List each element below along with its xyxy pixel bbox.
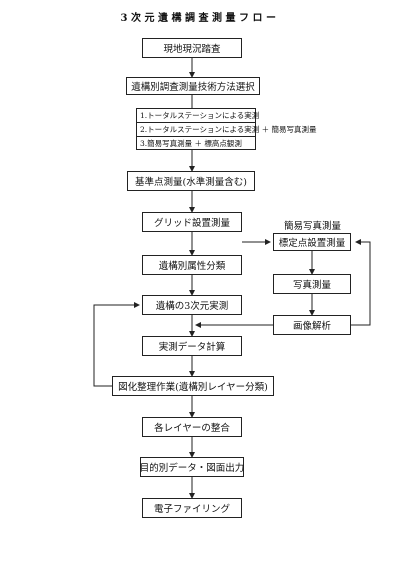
method-options-box: 1.トータルステーションによる実測 2.トータルステーションによる実測 ＋ 簡易… (136, 108, 317, 150)
step-data-calculation: 実測データ計算 (142, 336, 242, 356)
step-attribute-classification: 遺構別属性分類 (142, 255, 242, 275)
step-output: 目的別データ・図面出力 (140, 457, 244, 477)
method-option-1: 1.トータルステーションによる実測 (137, 109, 259, 123)
step-layer-alignment: 各レイヤーの整合 (142, 417, 242, 437)
step-drafting: 図化整理作業(遺構別レイヤー分類) (112, 376, 274, 396)
method-option-3: 3.簡易写真測量 ＋ 標高点観測 (140, 139, 242, 148)
step-method-selection: 遺構別調査測量技術方法選択 (126, 77, 260, 95)
photo-branch-label: 簡易写真測量 (284, 221, 342, 232)
step-grid-survey: グリッド設置測量 (142, 212, 242, 232)
step-image-analysis: 画像解析 (273, 315, 351, 335)
step-control-target-survey: 標定点設置測量 (273, 233, 351, 251)
method-option-2: 2.トータルステーションによる実測 ＋ 簡易写真測量 (137, 123, 317, 137)
step-control-point-survey: 基準点測量(水準測量含む) (127, 171, 255, 191)
step-site-survey: 現地現況踏査 (142, 38, 242, 58)
diagram-title: 3次元遺構調査測量フロー (120, 13, 280, 24)
step-3d-measurement: 遺構の3次元実測 (142, 295, 242, 315)
step-photo-survey: 写真測量 (273, 274, 351, 294)
step-electronic-filing: 電子ファイリング (142, 498, 242, 518)
